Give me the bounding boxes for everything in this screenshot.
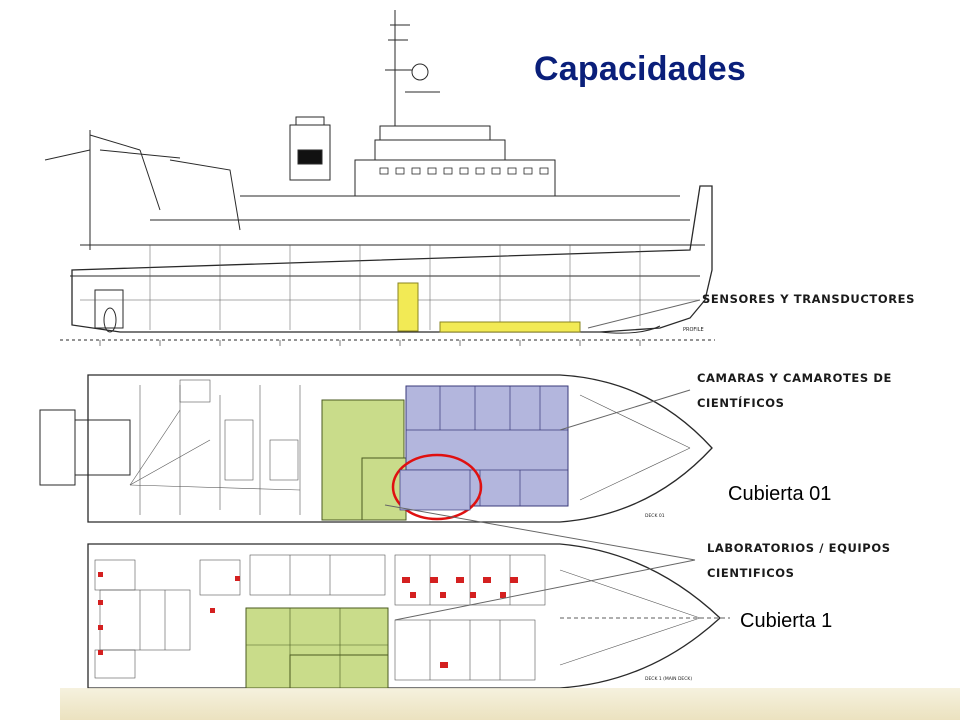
deck01-tag: DECK 01 [645,513,665,519]
footer-decoration [60,688,960,720]
profile-tag: PROFILE [683,327,704,333]
laboratorios-leader-lower [394,559,696,621]
ship-profile [44,10,715,346]
camaras-leader [559,389,691,431]
deck1-tag: DECK 1 (MAIN DECK) [645,676,692,682]
deck-01-plan [39,374,713,523]
deck-label-main: Cubierta 1 [740,610,833,632]
sensores-leader [587,299,701,329]
laboratorios-leader-upper [384,504,696,561]
callout-camaras-line1: CAMARAS Y CAMAROTES DE [697,371,892,385]
callout-sensores: SENSORES Y TRANSDUCTORES [702,292,915,306]
slide-title: Capacidades [534,50,746,88]
deck-label-upper: Cubierta 01 [728,483,832,505]
callout-laboratorios-line2: CIENTIFICOS [707,566,795,580]
callout-camaras-line2: CIENTÍFICOS [697,396,785,410]
deck-1-plan [87,543,730,689]
callout-laboratorios-line1: LABORATORIOS / EQUIPOS [707,541,891,555]
